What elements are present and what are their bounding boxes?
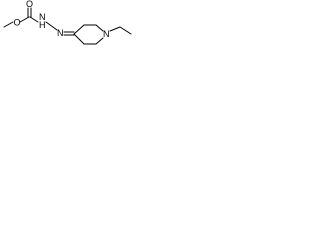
n-n-bond — [45, 21, 58, 31]
atom-ester-oxygen: O — [14, 18, 21, 28]
carbonyl-nh-bond — [29, 16, 39, 23]
atom-carbonyl-oxygen: O — [26, 0, 33, 9]
ring-bond-c4-c3 — [73, 24, 85, 35]
ethyl-bond-ch2-ch3 — [119, 26, 132, 35]
atom-hydrazide-n: N — [39, 12, 46, 22]
ring-bond-n1-c6 — [95, 37, 104, 45]
ethyl-bond-n-ch2 — [109, 26, 121, 32]
atom-imine-n: N — [57, 28, 64, 38]
ring-bond-c5-c4 — [73, 33, 85, 45]
atom-hydrazide-h: H — [39, 20, 46, 30]
chemical-structure-diagram: O O N H N N — [3, 0, 132, 45]
methyl-bond — [3, 21, 14, 28]
ring-bond-c2-n1 — [95, 24, 104, 32]
ester-o-carbonyl-bond — [19, 16, 30, 23]
atom-ring-n: N — [103, 29, 110, 39]
